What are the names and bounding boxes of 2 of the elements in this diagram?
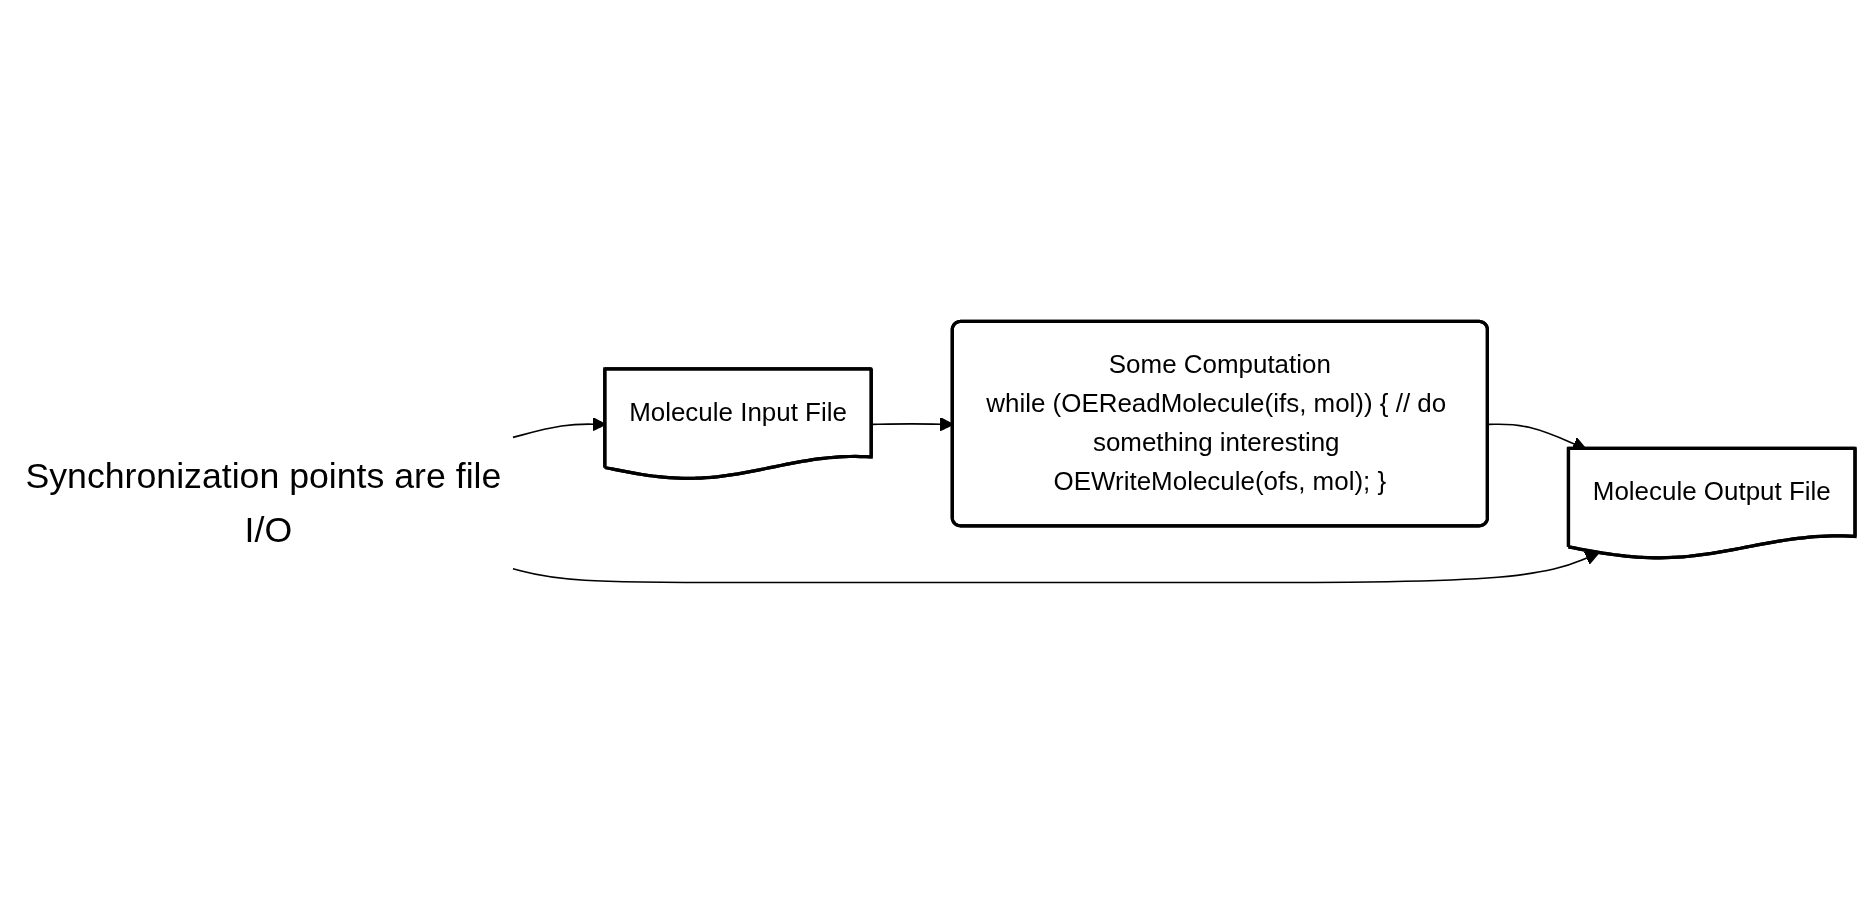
arrow [512, 551, 1600, 584]
node-text: Synchronization points are file I/O [25, 456, 502, 551]
